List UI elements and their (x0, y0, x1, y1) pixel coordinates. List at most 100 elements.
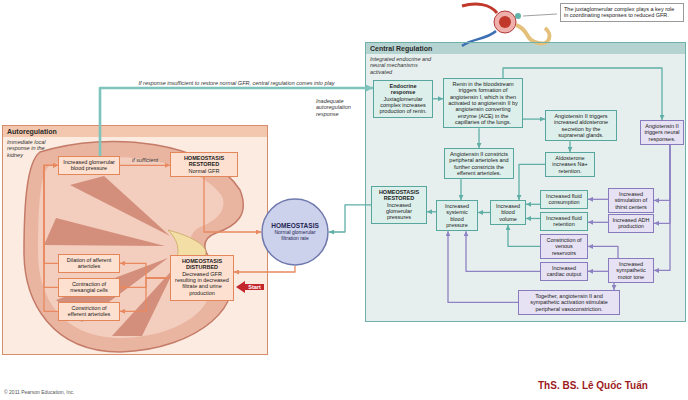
juxtaglomerular-complex (515, 13, 521, 19)
node-text: Increased fluid consumption (544, 193, 584, 206)
flow-arrow (478, 212, 490, 213)
process-box: Increased fluid consumption (540, 190, 588, 209)
edge-label: If response insufficient to restore norm… (139, 80, 335, 86)
node-text: Increased ADH production (612, 217, 650, 230)
node-text: Increased fluid retention (544, 215, 584, 228)
process-box: Angiotensin II triggers neural responses… (640, 120, 684, 145)
start-arrow: Start (236, 281, 264, 293)
process-box: Angiotensin II constricts peripheral art… (444, 148, 514, 179)
flow-arrow (503, 68, 662, 120)
process-box: Constriction of efferent arterioles (58, 302, 120, 321)
process-box: Angiotensin II triggers increased aldost… (545, 110, 617, 141)
node-text: Contraction of mesangial cells (62, 281, 116, 294)
flow-arrow (654, 145, 670, 271)
afferent-arteriole (462, 4, 497, 13)
kidney-illustration (24, 141, 243, 352)
flow-arrow (654, 145, 670, 223)
flow-arrow (588, 199, 608, 200)
flow-arrow (588, 271, 608, 272)
efferent-arteriole (462, 31, 496, 46)
homeostasis-box: HOMEOSTASIS DISTURBEDDecreased GFR resul… (170, 255, 234, 301)
node-heading: Central Regulation (370, 44, 432, 54)
flow-arrow (526, 204, 540, 205)
flow-arrow (448, 231, 518, 302)
node-text: Immediate local response in the kidney (7, 139, 55, 158)
homeostasis-box: HOMEOSTASIS RESTOREDNormal GFR (170, 152, 238, 177)
kidney-cortex (38, 157, 223, 338)
node-heading: Endocrine response (377, 83, 429, 96)
flow-arrow (613, 283, 614, 290)
panel-ground (2, 125, 268, 355)
flow-arrow (44, 165, 58, 311)
node-text: Increased sympathetic motor tone (612, 261, 650, 280)
node-text: Constriction of venous reservoirs (544, 237, 584, 256)
process-box: Aldosterone increases Na+ retention. (545, 152, 595, 177)
process-box: Contraction of mesangial cells (58, 278, 120, 297)
flow-arrow (460, 179, 461, 200)
edge-label: if sufficient (132, 157, 158, 163)
panel-ground (365, 42, 686, 322)
flow-arrow (654, 145, 670, 201)
flow-arrow (100, 88, 373, 156)
flow-note: Inadequate autoregulation response (316, 98, 362, 117)
kidney-outline (24, 141, 243, 352)
flow-arrow (569, 141, 570, 152)
process-box: Together, angiotensin II and sympathetic… (518, 290, 620, 315)
node-text: Increased systemic blood pressure (440, 203, 474, 228)
flow-arrow (466, 231, 540, 271)
flow-arrow (588, 246, 618, 258)
node-text: Juxtaglomerular complex increases produc… (377, 96, 429, 115)
homeostasis-circle: HOMEOSTASISNormal glomerular filtration … (261, 198, 329, 266)
glomerulus (499, 16, 511, 28)
process-box: Constriction of venous reservoirs (540, 234, 588, 259)
panel-band (2, 125, 268, 137)
node-heading: HOMEOSTASIS RESTORED (375, 189, 423, 202)
panel-band (365, 42, 686, 54)
process-box: Increased stimulation of thirst centers (608, 188, 654, 213)
node-text: Increased cardiac output (544, 265, 584, 278)
circle-shape (262, 199, 328, 265)
flow-arrow (120, 263, 170, 278)
node-text: Increased blood volume (494, 203, 522, 222)
node-text: Renin in the bloodstream triggers format… (447, 81, 519, 125)
flow-arrow (519, 164, 545, 200)
node-text: Angiotensin II triggers neural responses… (644, 123, 680, 142)
flow-arrow (120, 278, 170, 311)
copyright: © 2011 Pearson Education, Inc. (4, 389, 74, 395)
flow-arrow (44, 165, 58, 287)
node-heading: Autoregulation (7, 127, 57, 137)
node-text: Dilation of afferent arterioles (62, 257, 116, 270)
flow-arrow (204, 177, 261, 232)
node-text: Integrated endocrine and neural mechanis… (370, 56, 432, 75)
node-text: Constriction of efferent arterioles (62, 305, 116, 318)
flow-arrow (44, 165, 58, 263)
process-box: Increased ADH production (608, 214, 654, 233)
process-box: Increased glomerular blood pressure (58, 156, 120, 175)
process-box: Endocrine responseJuxtaglomerular comple… (373, 80, 433, 118)
node-text: Increased glomerular blood pressure (62, 159, 116, 172)
process-box: Increased sympathetic motor tone (608, 258, 654, 283)
callout-box: The juxtaglomerular complex plays a key … (560, 3, 684, 22)
nephron-illustration (462, 4, 557, 46)
flow-arrow (120, 278, 170, 287)
flow-arrow (478, 128, 479, 148)
node-text: Aldosterone increases Na+ retention. (549, 155, 591, 174)
node-text: Start (245, 281, 264, 293)
process-box: Increased cardiac output (540, 262, 588, 281)
renal-pyramid (112, 266, 176, 336)
node-heading: HOMEOSTASIS DISTURBED (174, 258, 230, 271)
glomerular-capsule (494, 11, 516, 33)
process-box: Dilation of afferent arterioles (58, 254, 120, 273)
renal-pyramid (44, 218, 165, 246)
process-box: Renin in the bloodstream triggers format… (443, 78, 523, 128)
node-text: Together, angiotensin II and sympathetic… (522, 293, 616, 312)
watermark: ThS. BS. Lê Quốc Tuấn (538, 380, 648, 391)
flow-arrow (234, 266, 295, 272)
flow-arrow (588, 222, 608, 223)
node-text: Increased glomerular pressures (375, 202, 423, 221)
flow-arrow (523, 118, 545, 119)
process-box: Increased fluid retention (540, 212, 588, 231)
process-box: Increased systemic blood pressure (436, 200, 478, 231)
region-panel: Central RegulationIntegrated endocrine a… (365, 42, 686, 322)
